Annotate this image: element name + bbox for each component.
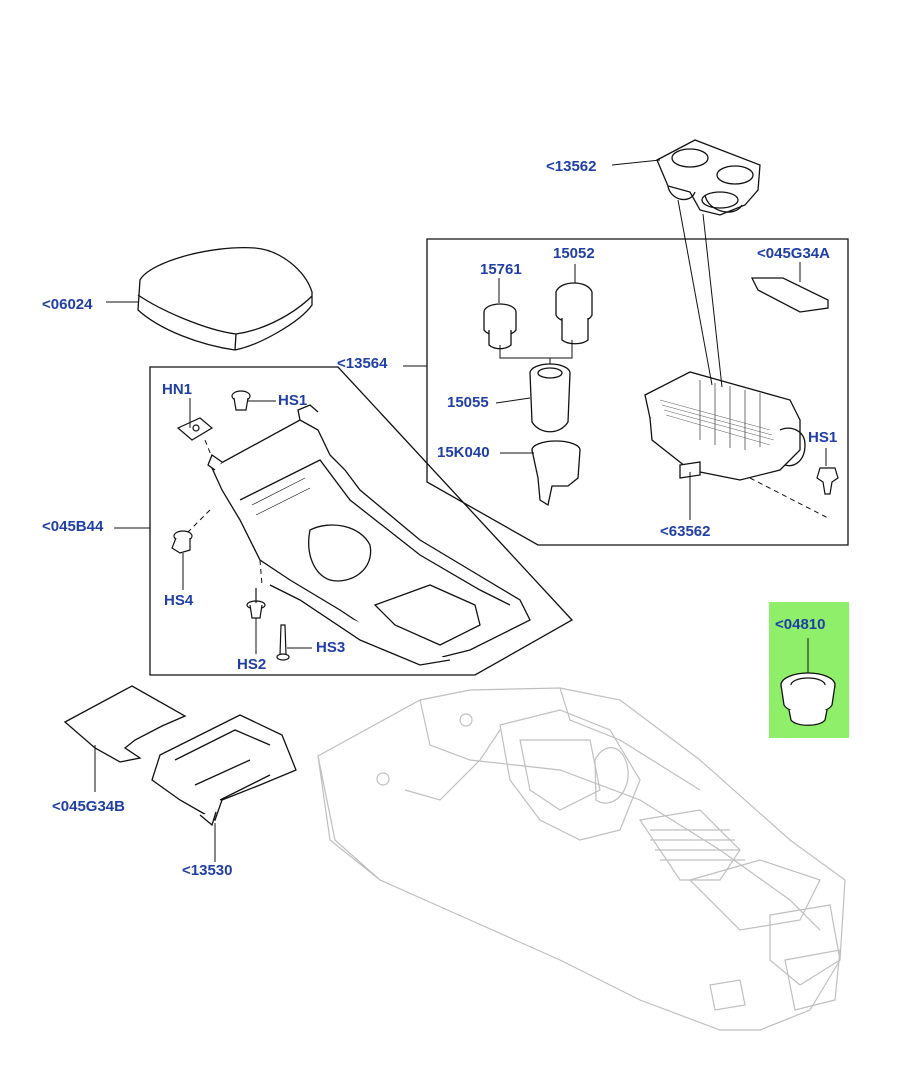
group-box-13564	[426, 238, 849, 546]
group-box-045B44	[149, 366, 574, 676]
console-ghost	[317, 687, 846, 1031]
screw-hs3	[276, 624, 290, 661]
socket-15761	[483, 303, 517, 350]
nut-hn1	[176, 417, 214, 441]
console-frame	[207, 404, 531, 666]
label-hn1[interactable]: HN1	[162, 381, 193, 398]
cup-insert-04810	[780, 672, 836, 726]
cupholder-guide-lines	[677, 199, 723, 388]
mat-045G34B	[63, 685, 187, 763]
label-hs1-left[interactable]: HS1	[278, 392, 308, 409]
label-15052[interactable]: 15052	[553, 245, 595, 262]
label-hs3[interactable]: HS3	[316, 639, 346, 656]
mat-045G34A	[750, 277, 829, 313]
label-hs4[interactable]: HS4	[164, 592, 194, 609]
dashed-lines	[179, 439, 829, 586]
clip-hs1-left	[231, 390, 251, 411]
connect-lines-sockets	[499, 340, 573, 364]
label-045B44[interactable]: <045B44	[42, 518, 104, 535]
bin-ribs	[659, 399, 775, 446]
label-15K040[interactable]: 15K040	[437, 444, 490, 461]
label-13564[interactable]: <13564	[337, 355, 388, 372]
socket-15052	[555, 282, 593, 345]
storage-bin	[644, 371, 806, 481]
label-63562[interactable]: <63562	[660, 523, 711, 540]
socket-15055	[529, 363, 571, 433]
label-13562[interactable]: <13562	[546, 158, 597, 175]
armrest-lid	[137, 247, 313, 351]
label-15761[interactable]: 15761	[480, 261, 522, 278]
label-045G34A[interactable]: <045G34A	[757, 245, 830, 262]
label-06024[interactable]: <06024	[42, 296, 93, 313]
label-hs1-right[interactable]: HS1	[808, 429, 838, 446]
label-04810[interactable]: <04810	[775, 616, 826, 633]
clip-hs1-right	[816, 467, 839, 495]
label-hs2[interactable]: HS2	[237, 656, 267, 673]
screw-hs2	[246, 588, 266, 619]
bracket-13530	[151, 714, 297, 827]
label-13530[interactable]: <13530	[182, 862, 233, 879]
label-15055[interactable]: 15055	[447, 394, 489, 411]
leader-lines	[94, 159, 827, 862]
cupholder-insert	[656, 139, 761, 216]
label-045G34B[interactable]: <045G34B	[52, 798, 125, 815]
clip-hs4	[171, 530, 193, 554]
bracket-15K040	[531, 440, 581, 507]
